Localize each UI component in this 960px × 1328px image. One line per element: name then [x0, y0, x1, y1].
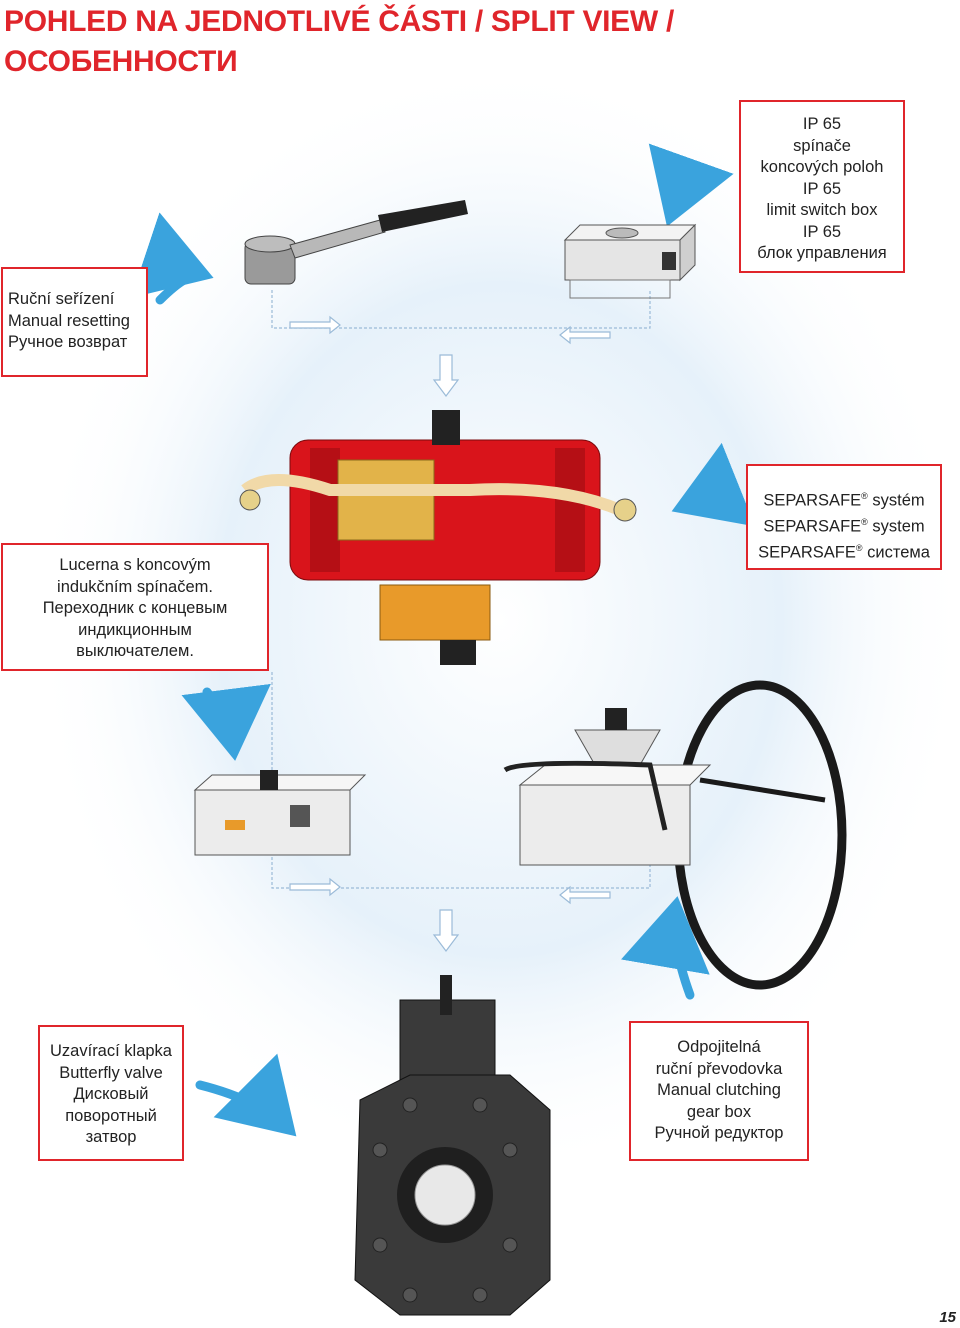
- label-line: Uzavírací klapka: [50, 1042, 172, 1060]
- label-line: IP 65: [802, 179, 842, 198]
- brand-name: SEPARSAFE: [763, 491, 862, 510]
- label-line: spínače: [793, 136, 851, 155]
- registered-mark: ®: [861, 491, 868, 501]
- limit-switch-box: [563, 223, 697, 299]
- label-line: затвор: [85, 1128, 137, 1146]
- label-limit-switch-box: IP 65 spínače koncových poloh IP 65 limi…: [739, 100, 905, 273]
- arrow-separsafe: [671, 442, 756, 527]
- arrow-butterfly: [195, 1053, 297, 1137]
- label-line: блок управления: [757, 244, 887, 262]
- label-text: system: [872, 517, 925, 536]
- manual-lever: [244, 200, 468, 285]
- label-line: SEPARSAFE® system: [748, 512, 940, 538]
- label-line: Ручное возврат: [8, 333, 128, 351]
- label-line: Ruční seřízení: [8, 290, 115, 308]
- label-line: SEPARSAFE® systém: [748, 486, 940, 512]
- arrow-gearbox: [621, 896, 710, 1000]
- label-line: Odpojitelná: [677, 1038, 761, 1056]
- pneumatic-actuator: [239, 410, 637, 665]
- label-line: Переходник с концевым: [42, 599, 228, 617]
- page-number: 15: [939, 1309, 956, 1326]
- label-line: Lucerna s koncovým: [59, 556, 211, 574]
- arrow-lucerna: [181, 683, 271, 761]
- label-line: ruční převodovka: [655, 1059, 783, 1078]
- label-butterfly-valve: Uzavírací klapka Butterfly valve Дисковы…: [38, 1025, 184, 1161]
- pointer-arrows: [131, 143, 756, 1137]
- label-line: Ручной редуктор: [654, 1124, 784, 1142]
- label-line: limit switch box: [766, 201, 878, 219]
- label-gear-box: Odpojitelná ruční převodovka Manual clut…: [629, 1021, 809, 1161]
- label-line: Butterfly valve: [59, 1063, 163, 1082]
- label-line: Manual clutching: [657, 1081, 781, 1099]
- lucerna-bracket: [193, 770, 367, 856]
- brand-name: SEPARSAFE: [763, 517, 862, 536]
- label-line: IP 65: [802, 222, 842, 241]
- arrow-manual-reset: [131, 212, 214, 305]
- label-line: индикционным: [78, 620, 192, 639]
- label-line: Дисковый: [73, 1085, 149, 1103]
- label-line: поворотный: [65, 1106, 157, 1125]
- label-line: gear box: [686, 1102, 752, 1121]
- arrow-limit-switch: [648, 143, 734, 227]
- brand-name: SEPARSAFE: [758, 543, 856, 562]
- label-line: Manual resetting: [8, 311, 130, 330]
- label-manual-reset: Ruční seřízení Manual resetting Ручное в…: [1, 267, 148, 377]
- label-line: SEPARSAFE® система: [748, 538, 940, 564]
- title-line-2: ОСОБЕННОСТИ: [4, 45, 238, 78]
- label-separsafe: SEPARSAFE® systém SEPARSAFE® system SEPA…: [746, 464, 942, 570]
- title-line-1: POHLED NA JEDNOTLIVÉ ČÁSTI / SPLIT VIEW …: [4, 5, 674, 38]
- label-line: koncových poloh: [760, 158, 884, 176]
- label-line: IP 65: [802, 115, 842, 133]
- registered-mark: ®: [855, 543, 863, 553]
- page-title: POHLED NA JEDNOTLIVÉ ČÁSTI / SPLIT VIEW …: [4, 2, 674, 82]
- registered-mark: ®: [861, 517, 868, 527]
- label-line: выключателем.: [76, 642, 194, 660]
- butterfly-valve: [354, 975, 551, 1316]
- label-line: indukčním spínačem.: [57, 577, 213, 596]
- background-glow: [30, 60, 960, 1180]
- label-text: система: [867, 543, 930, 562]
- gear-box: [503, 680, 847, 990]
- label-text: systém: [872, 491, 925, 510]
- guide-arrows: [289, 315, 611, 952]
- label-lucerna: Lucerna s koncovým indukčním spínačem. П…: [1, 543, 269, 671]
